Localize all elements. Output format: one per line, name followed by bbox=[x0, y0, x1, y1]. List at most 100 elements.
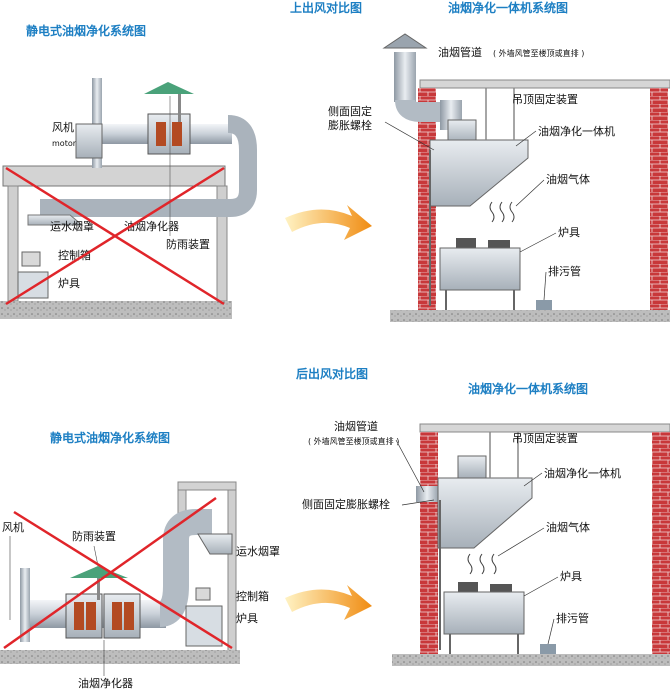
wall-left bbox=[7, 185, 19, 302]
duct-cap bbox=[382, 33, 428, 49]
label-stove: 炉具 bbox=[560, 570, 582, 583]
panel-top-right: 上出风对比图 油烟净化一体机系统图 油烟管道 ( 外墙风管至楼顶或直排 ) 侧面… bbox=[290, 0, 670, 322]
leader-line bbox=[523, 472, 543, 487]
label-drain: 排污管 bbox=[548, 264, 581, 278]
drain-valve bbox=[540, 644, 556, 654]
ground-slab bbox=[390, 310, 670, 322]
label-fan: 风机 bbox=[52, 120, 74, 134]
label-bolt-line1: 侧面固定 bbox=[328, 104, 372, 118]
leader-line bbox=[519, 232, 557, 253]
integrated-unit bbox=[429, 139, 529, 207]
label-duct-note: ( 外墙风管至楼顶或直排 ) bbox=[493, 48, 584, 58]
fan-exhaust-stack bbox=[92, 78, 102, 168]
leader-line bbox=[401, 499, 435, 506]
panel-bottom-right: 后出风对比图 油烟净化一体机系统图 油烟管道 ( 外墙风管至楼顶或直排 ) 吊顶… bbox=[296, 366, 670, 666]
label-control-box: 控制箱 bbox=[236, 589, 269, 603]
comparison-arrow-bottom bbox=[285, 585, 372, 620]
rain-cap-pole bbox=[97, 578, 100, 600]
fume-line bbox=[499, 201, 505, 223]
leader-line bbox=[547, 618, 555, 645]
integrated-unit bbox=[437, 477, 533, 549]
label-fumes: 油烟气体 bbox=[546, 172, 590, 186]
label-drain: 排污管 bbox=[556, 611, 589, 625]
panel-title: 油烟净化一体机系统图 bbox=[468, 381, 588, 396]
label-fumes: 油烟气体 bbox=[546, 520, 590, 534]
label-rain-cap: 防雨装置 bbox=[166, 237, 210, 251]
wok bbox=[456, 238, 476, 248]
vertical-duct bbox=[394, 52, 416, 102]
label-hood: 运水烟罩 bbox=[50, 219, 94, 233]
unit-motor bbox=[457, 455, 487, 479]
wok bbox=[458, 582, 478, 592]
label-unit: 油烟净化一体机 bbox=[544, 466, 621, 480]
cross-mark bbox=[3, 496, 217, 650]
duct-elbow bbox=[395, 99, 446, 122]
duct-loop bbox=[40, 115, 257, 217]
label-bolt-line2: 膨胀螺栓 bbox=[328, 118, 372, 132]
ceiling-slab bbox=[419, 79, 670, 89]
purifier-box bbox=[147, 113, 191, 155]
ground-slab bbox=[0, 650, 240, 664]
ceiling-slab bbox=[419, 423, 670, 433]
stove bbox=[439, 247, 521, 291]
panel-subtitle: 上出风对比图 bbox=[290, 0, 362, 15]
rain-cap-pole bbox=[178, 92, 181, 122]
hood bbox=[27, 214, 84, 226]
label-duct: 油烟管道 bbox=[438, 45, 482, 59]
hood bbox=[197, 533, 233, 555]
purifier-cell bbox=[86, 602, 96, 630]
panel-title: 油烟净化一体机系统图 bbox=[448, 0, 568, 15]
cross-mark bbox=[13, 510, 233, 650]
purifier-cell bbox=[156, 122, 166, 146]
label-duct-note: ( 外墙风管至楼顶或直排 ) bbox=[308, 436, 399, 446]
label-rain-cap: 防雨装置 bbox=[72, 529, 116, 543]
label-control-box: 控制箱 bbox=[58, 248, 91, 262]
panel-title: 静电式油烟净化系统图 bbox=[26, 23, 146, 38]
unit-motor bbox=[447, 119, 477, 143]
label-fan: 风机 bbox=[2, 520, 24, 534]
label-duct: 油烟管道 bbox=[334, 419, 378, 433]
brick-wall-right bbox=[650, 88, 668, 310]
purifier-cell bbox=[74, 602, 84, 630]
brick-wall-left bbox=[420, 432, 438, 654]
comparison-arrow-top bbox=[285, 205, 372, 240]
drain-valve bbox=[536, 300, 552, 310]
purifier-cell bbox=[112, 602, 122, 630]
control-box bbox=[195, 587, 211, 601]
label-bolt: 侧面固定膨胀螺栓 bbox=[302, 497, 390, 511]
label-fan-en: motor bbox=[52, 139, 77, 148]
rear-outlet-duct bbox=[416, 486, 438, 502]
fume-line bbox=[491, 553, 497, 575]
label-purifier: 油烟净化器 bbox=[78, 676, 133, 690]
panel-subtitle: 后出风对比图 bbox=[296, 366, 368, 381]
fume-line bbox=[509, 201, 515, 223]
label-ceiling-mount: 吊顶固定装置 bbox=[512, 92, 578, 106]
leader-line bbox=[543, 271, 547, 301]
label-stove: 炉具 bbox=[558, 226, 580, 239]
fume-line bbox=[479, 553, 485, 575]
label-ceiling-mount: 吊顶固定装置 bbox=[512, 431, 578, 445]
control-box bbox=[21, 251, 41, 267]
fume-line bbox=[489, 201, 495, 223]
leader-line bbox=[395, 439, 425, 493]
leader-line bbox=[515, 130, 537, 147]
ceiling-slab bbox=[2, 165, 226, 187]
panel-bottom-left: 静电式油烟净化系统图 风机 防雨装置 运水烟罩 控制箱 炉具 油烟净化器 bbox=[0, 430, 280, 690]
fan-stack bbox=[20, 568, 30, 642]
leader-line bbox=[515, 179, 545, 207]
cross-mark bbox=[5, 166, 225, 306]
wok bbox=[488, 240, 510, 248]
fan-unit bbox=[75, 123, 103, 159]
label-hood: 运水烟罩 bbox=[236, 544, 280, 558]
panel-top-left: 静电式油烟净化系统图 风机 motor 运水烟罩 油烟净化器 防雨装置 控制箱 … bbox=[0, 23, 257, 319]
purifier-cell bbox=[172, 122, 182, 146]
wok bbox=[490, 584, 512, 592]
label-stove: 炉具 bbox=[58, 277, 80, 290]
stove bbox=[443, 591, 525, 635]
panel-title: 静电式油烟净化系统图 bbox=[50, 430, 170, 445]
label-stove: 炉具 bbox=[236, 612, 258, 625]
label-unit: 油烟净化一体机 bbox=[538, 124, 615, 138]
leader-line bbox=[523, 576, 559, 597]
